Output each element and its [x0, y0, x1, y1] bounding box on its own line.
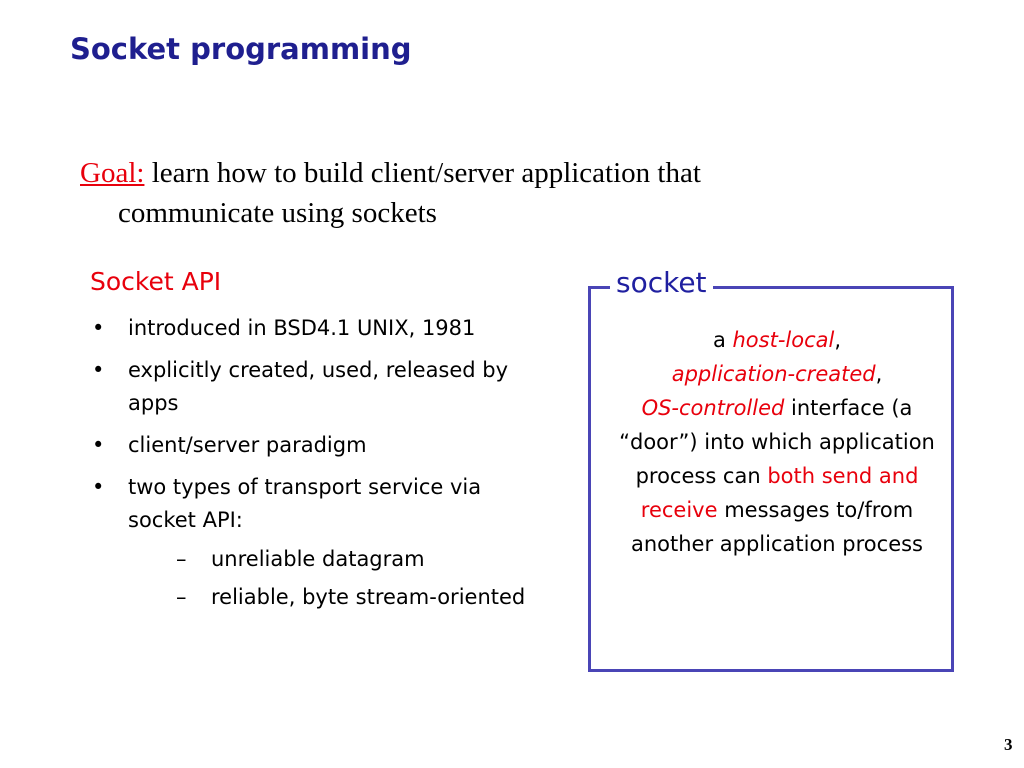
sub-bullet-item: – reliable, byte stream-oriented — [128, 581, 530, 614]
goal-text-line2: communicate using sockets — [118, 197, 437, 229]
page-number: 3 — [1004, 735, 1013, 754]
bullet-item: • introduced in BSD4.1 UNIX, 1981 — [90, 312, 530, 345]
bullet-text: two types of transport service via socke… — [128, 475, 482, 532]
socket-box-label: socket — [610, 266, 713, 299]
def-application-created: application-created — [671, 362, 876, 386]
def-comma-2: , — [875, 362, 883, 386]
def-receive: receive — [640, 498, 718, 522]
socket-definition-box — [588, 286, 954, 672]
def-both-send-and: both send and — [767, 464, 919, 488]
goal-statement: Goal: learn how to build client/server a… — [80, 153, 840, 233]
sub-bullet-list: – unreliable datagram – reliable, byte s… — [128, 543, 530, 614]
goal-label: Goal: — [80, 157, 145, 189]
sub-bullet-marker: – — [176, 547, 187, 571]
bullet-text: explicitly created, used, released by ap… — [128, 358, 509, 415]
sub-bullet-text: unreliable datagram — [211, 547, 425, 571]
goal-text-line1: learn how to build client/server applica… — [144, 157, 701, 189]
bullet-marker: • — [92, 433, 105, 457]
def-host-local: host-local — [732, 328, 835, 352]
bullet-marker: • — [92, 316, 105, 340]
bullet-item: • two types of transport service via soc… — [90, 471, 530, 614]
slide-title: Socket programming — [70, 32, 412, 66]
def-messages-text: messages to/from another application pro… — [630, 498, 923, 556]
def-interface-text: interface (a “door”) into which applicat… — [619, 396, 935, 488]
bullet-text: client/server paradigm — [128, 433, 367, 457]
socket-definition-text: a host-local,application-created,OS-cont… — [600, 323, 954, 561]
sub-bullet-marker: – — [176, 585, 187, 609]
bullet-item: • client/server paradigm — [90, 429, 530, 462]
bullet-item: • explicitly created, used, released by … — [90, 354, 530, 420]
bullet-text: introduced in BSD4.1 UNIX, 1981 — [128, 316, 476, 340]
sub-bullet-text: reliable, byte stream-oriented — [211, 585, 526, 609]
socket-api-heading: Socket API — [90, 267, 222, 296]
bullet-marker: • — [92, 358, 105, 382]
def-os-controlled: OS-controlled — [641, 396, 785, 420]
bullet-marker: • — [92, 475, 105, 499]
sub-bullet-item: – unreliable datagram — [128, 543, 530, 576]
def-a: a — [712, 328, 733, 352]
def-comma-1: , — [834, 328, 842, 352]
socket-api-bullet-list: • introduced in BSD4.1 UNIX, 1981 • expl… — [90, 312, 530, 623]
